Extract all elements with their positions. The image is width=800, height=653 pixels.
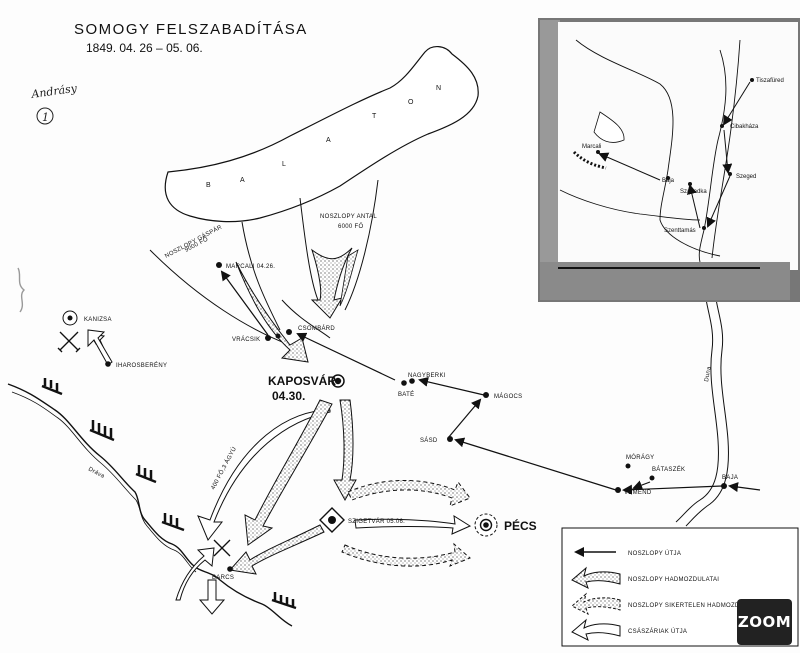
town-csombard	[286, 329, 292, 335]
town-bataszek	[649, 475, 655, 481]
sheet-number: 1	[42, 111, 49, 124]
inset-label-szenttamas: Szenttamás	[664, 228, 696, 234]
lake-balaton	[164, 46, 479, 223]
label-kanizsa: KANIZSA	[84, 317, 112, 323]
austrian-arrow-kaposvar-barcs	[197, 409, 331, 541]
town-bate	[401, 380, 407, 386]
lake-letters: B A L A T O N	[206, 85, 441, 189]
label-austrian-force: 400 FŐ,3 ÁGYÚ	[210, 446, 239, 491]
town-barcs	[227, 566, 233, 572]
label-iharosbereny: IHAROSBERÉNY	[116, 362, 167, 369]
label-szigetvar: SZIGETVÁR 05.06.	[348, 518, 405, 525]
town-vemend	[615, 487, 621, 493]
label-csombard: CSOMBÁRD	[298, 325, 335, 332]
sheet-number-circle	[36, 107, 54, 125]
legend-symbol-austrian	[571, 618, 621, 641]
legend-symbol-movement	[571, 566, 621, 589]
town-magocs	[483, 392, 489, 398]
inset-label-cibakhaza: Cibakháza	[730, 124, 759, 130]
lake-letter: N	[436, 85, 441, 92]
border-hatch	[41, 378, 297, 610]
town-nagyberki	[409, 378, 415, 384]
antal-movement	[281, 179, 379, 339]
noszlopy-route	[220, 270, 761, 495]
map-dates: 1849. 04. 26 – 05. 06.	[86, 41, 203, 55]
town-vracsik	[265, 335, 271, 341]
label-nagyberki: NAGYBERKI	[408, 373, 446, 379]
legend-label-movement: NOSZLOPY HADMOZDULATAI	[628, 577, 719, 583]
town-moragy	[625, 463, 631, 469]
river-duna-bank	[685, 271, 729, 527]
legend-label-austrian: CSÁSZÁRIAK ÚTJA	[628, 628, 687, 635]
legend-symbol-failed	[571, 592, 621, 615]
label-kaposvar: KAPOSVÁR	[268, 373, 336, 388]
austrian-arrow-szigetvar-pecs	[354, 515, 472, 535]
lake-letter: A	[326, 137, 331, 144]
failed-move-south	[341, 542, 471, 567]
failed-move-north	[347, 479, 471, 507]
town-iharosbereny	[105, 361, 111, 367]
inset-label-szeged: Szeged	[736, 174, 756, 180]
inset-label-szabadka: Szabadka	[680, 189, 707, 195]
lake-letter: A	[240, 177, 245, 184]
label-duna: Duna	[704, 366, 713, 383]
force-gaspar-name: NOSZLOPY GÁSPÁR	[164, 223, 224, 259]
city-kaposvar	[334, 377, 342, 385]
lake-letter: O	[408, 99, 414, 106]
lake-letter: B	[206, 182, 211, 189]
label-baja: BAJA	[722, 475, 738, 481]
inset-label-marcali: Marcali	[582, 144, 601, 150]
map-title: SOMOGY FELSZABADÍTÁSA	[74, 21, 308, 38]
label-magocs: MÁGOCS	[494, 393, 522, 400]
noszlopy-move-szigetvar-barcs	[229, 524, 325, 575]
inset-bottom	[540, 262, 790, 300]
zoom-logo: ZOOM	[737, 599, 792, 645]
gaspar-movement	[149, 221, 309, 363]
city-szigetvar	[328, 516, 336, 524]
label-bataszek: BÁTASZÉK	[652, 466, 685, 473]
austrian-retreat-arrow	[87, 329, 113, 366]
noszlopy-move-kaposvar-barcs	[244, 399, 333, 546]
inset-strip	[540, 20, 560, 300]
label-sasd: SÁSD	[420, 437, 438, 444]
label-bate: BATÉ	[398, 391, 414, 398]
legend-label-route: NOSZLOPY ÚTJA	[628, 550, 681, 557]
inset-label-baja: Baja	[662, 178, 675, 184]
force-antal-size: 6000 FŐ	[338, 223, 363, 230]
noszlopy-move-kaposvar-szigetvar	[333, 399, 357, 502]
force-antal-name: NOSZLOPY ANTAL	[320, 214, 377, 220]
label-vracsik: VRÁCSIK	[232, 336, 260, 343]
legend-label-failed: NOSZLOPY SIKERTELEN HADMOZDULATAI	[628, 603, 762, 609]
battle-icon-kanizsa	[57, 331, 81, 353]
inset-frame	[558, 22, 798, 270]
river-drava-bank	[11, 391, 197, 573]
town-sasd	[447, 436, 453, 442]
battle-icon-barcs	[213, 539, 231, 557]
label-kaposvar-date: 04.30.	[272, 389, 305, 403]
city-pecs	[483, 522, 489, 528]
town-vracsik-2	[275, 333, 281, 339]
label-drava: Dráva	[87, 466, 106, 480]
austrian-arrow-barcs-north	[175, 547, 215, 601]
river-drava	[7, 383, 293, 627]
margin-note: Andrásy	[30, 82, 79, 101]
label-moragy: MÓRÁGY	[626, 454, 654, 461]
austrian-arrow-barcs-south	[198, 579, 226, 615]
label-barcs: BARCS	[212, 575, 234, 581]
margin-scribble	[17, 267, 26, 313]
label-marcali: MARCALI 04.26.	[226, 264, 275, 270]
lake-letter: L	[282, 161, 286, 168]
inset-label-tiszafured: Tiszafüred	[756, 78, 784, 84]
river-duna	[675, 271, 719, 523]
city-kanizsa	[67, 315, 73, 321]
inset-map: Tiszafüred Cibakháza Szeged Marcali Baja…	[538, 18, 800, 302]
label-vemend: VÉMÉND	[624, 489, 652, 496]
lake-letter: T	[372, 113, 377, 120]
label-pecs: PÉCS	[504, 518, 537, 533]
town-marcali	[216, 262, 222, 268]
